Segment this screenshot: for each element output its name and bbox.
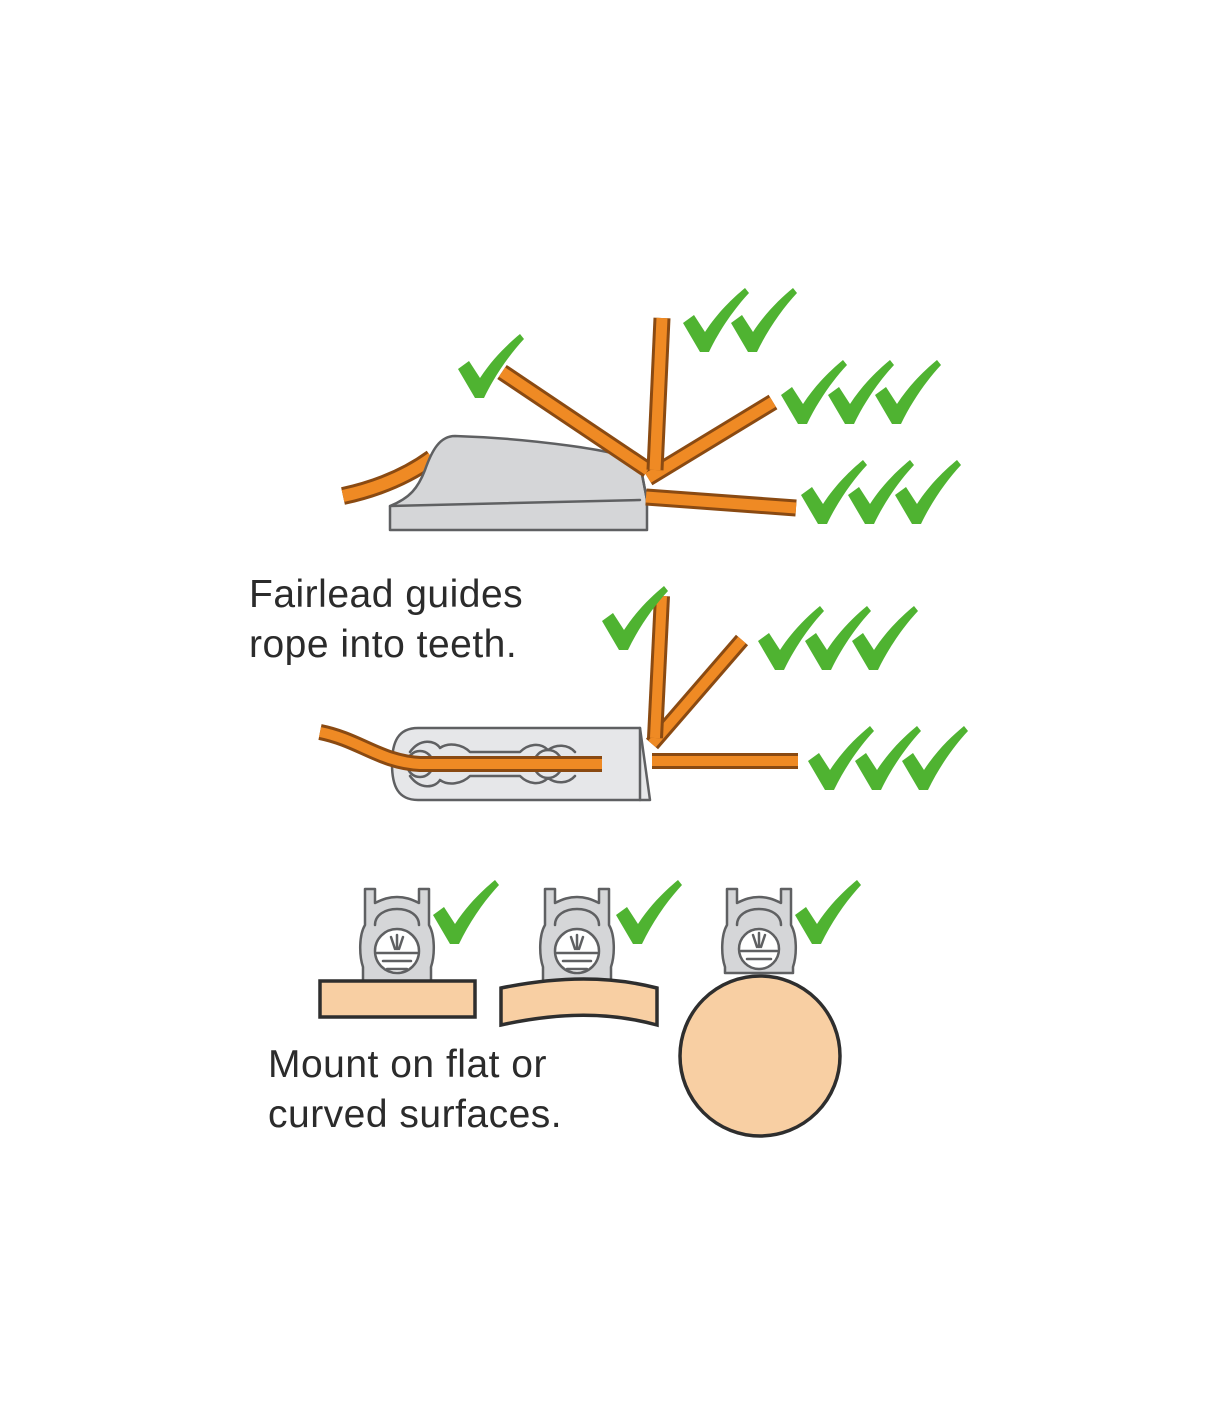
mount-caption-line-1: Mount on flat or (268, 1043, 547, 1086)
rope-exit-high-left (497, 364, 653, 478)
fairlead-caption-line-1: Fairlead guides (249, 573, 524, 616)
rope-exit-low (645, 488, 797, 517)
check-mark-icon (795, 880, 861, 944)
check-mark-icon (433, 880, 499, 944)
rope-exit-vertical (646, 317, 671, 471)
rope-incoming-top (318, 724, 602, 772)
rope-incoming-side (341, 450, 438, 505)
fairlead-caption-line-2: rope into teeth. (249, 623, 518, 666)
cleat-front-view (721, 887, 797, 975)
side-view-cleat-group (341, 317, 797, 532)
rope-exit-top-diagonal (645, 634, 749, 750)
mount-caption-line-2: curved surfaces. (268, 1093, 563, 1136)
fairlead-caption: Fairlead guides rope into teeth. (249, 570, 523, 670)
rating-ticks-mount (433, 880, 861, 944)
flat-surface (318, 979, 477, 1019)
rope-exit-top-vertical (647, 595, 670, 739)
mount-caption: Mount on flat or curved surfaces. (268, 1040, 562, 1140)
cleat-front-view (539, 887, 615, 983)
round-surface (678, 974, 842, 1138)
mount-curved-group (499, 887, 659, 1028)
curved-surface (499, 977, 659, 1028)
mount-round-group (678, 887, 842, 1138)
cleat-front-view (359, 887, 435, 983)
check-mark-icon (616, 880, 682, 944)
mount-flat-group (318, 887, 477, 1019)
rope-exit-mid (643, 394, 778, 486)
top-view-cleat-group (318, 595, 798, 802)
